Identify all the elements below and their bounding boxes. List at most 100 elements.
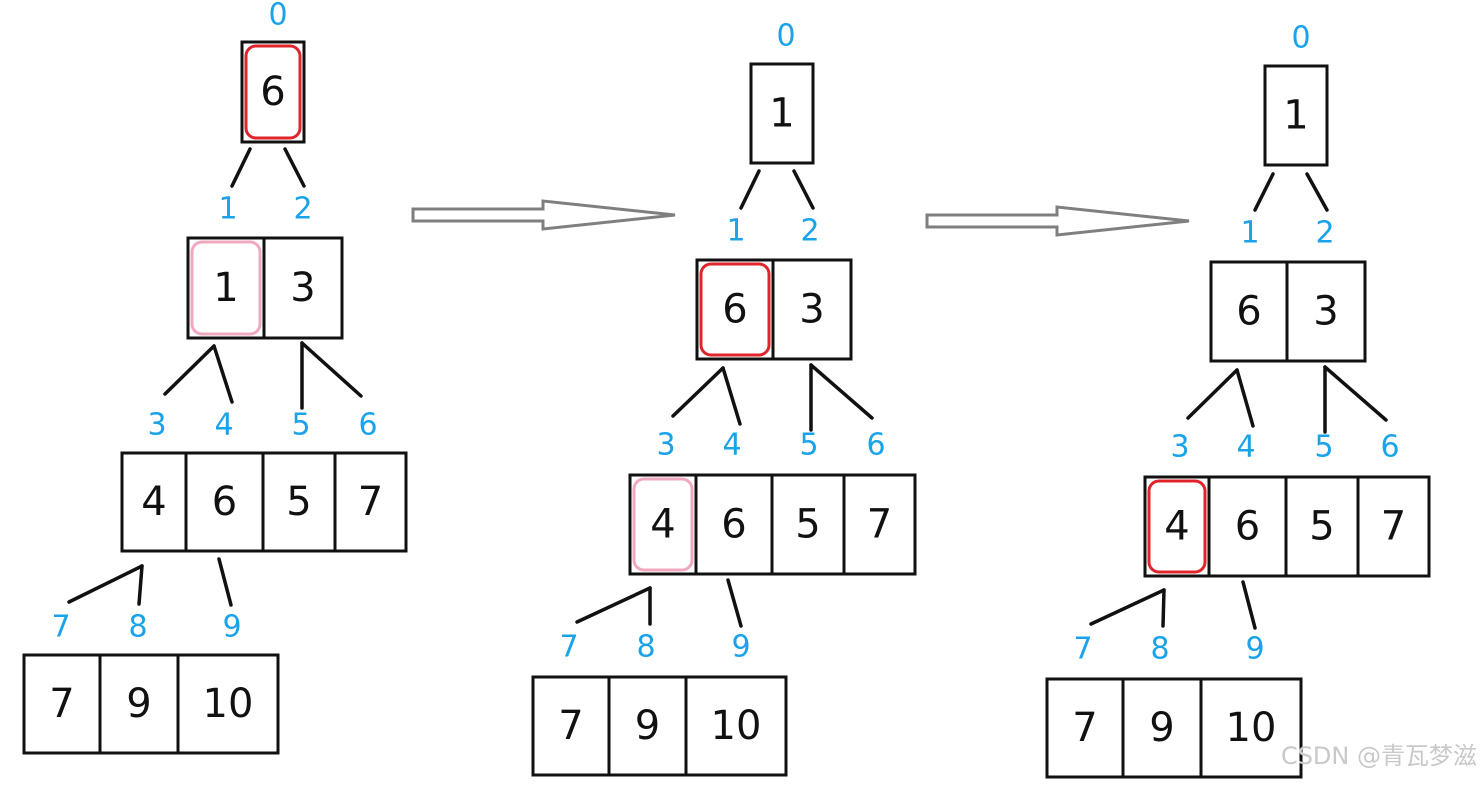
cell-value: 10 <box>711 703 762 749</box>
array-index-label: 0 <box>1291 21 1310 56</box>
tree-edge <box>575 586 652 624</box>
heap-cell <box>695 258 775 361</box>
cell-value: 3 <box>799 287 824 333</box>
cell-value: 1 <box>769 91 794 137</box>
cell-value: 1 <box>1283 93 1308 139</box>
heap-cell <box>771 258 853 361</box>
tree-edge <box>283 147 306 188</box>
cell-value: 7 <box>1072 705 1097 751</box>
cell-value: 5 <box>286 479 311 525</box>
array-index-label: 2 <box>1315 216 1334 251</box>
heap-cell <box>694 473 774 576</box>
cell-value: 5 <box>795 502 820 548</box>
cell-value: 6 <box>721 502 746 548</box>
array-index-label: 0 <box>776 19 795 54</box>
heap-cell <box>1263 64 1329 167</box>
tree-edge <box>739 169 761 210</box>
tree-edge <box>300 341 363 398</box>
tree-edge <box>671 366 725 418</box>
array-index-label: 4 <box>722 428 741 463</box>
heap-cell <box>98 653 180 755</box>
array-index-label: 3 <box>656 428 675 463</box>
watermark: CSDN @青瓦梦滋 <box>1280 742 1477 770</box>
tree-edge <box>721 366 742 426</box>
cell-value: 7 <box>558 703 583 749</box>
heap-level-0: 10 <box>1263 21 1329 167</box>
tree-edge <box>792 169 815 210</box>
tree-edge <box>809 363 874 420</box>
heap-cell <box>842 473 917 576</box>
tree-edge <box>212 344 234 404</box>
array-index-label: 1 <box>218 192 237 227</box>
heap-cell <box>262 236 344 340</box>
transition-arrow-icon <box>411 199 676 231</box>
cell-value: 5 <box>1309 504 1334 550</box>
cell-value: 9 <box>126 681 151 727</box>
array-index-label: 8 <box>128 610 147 645</box>
tree-edge <box>67 564 144 604</box>
array-index-label: 0 <box>268 0 287 33</box>
cell-value: 10 <box>203 681 254 727</box>
tree-edge <box>137 564 144 606</box>
array-index-label: 7 <box>559 630 578 665</box>
array-index-label: 6 <box>1380 430 1399 465</box>
tree-edge <box>726 578 743 628</box>
cell-value: 6 <box>1235 504 1260 550</box>
cell-value: 4 <box>141 479 166 525</box>
heap-cell <box>1209 260 1289 363</box>
highlight-pink <box>632 477 694 572</box>
tree-edge <box>163 344 216 396</box>
array-index-label: 4 <box>214 408 233 443</box>
array-index-label: 9 <box>731 630 750 665</box>
heap-cell <box>1121 677 1203 779</box>
cell-value: 3 <box>290 265 315 311</box>
tree-edge <box>1235 368 1255 428</box>
heap-cell <box>684 675 788 777</box>
array-index-label: 7 <box>51 610 70 645</box>
array-index-label: 4 <box>1236 430 1255 465</box>
array-index-label: 7 <box>1073 632 1092 667</box>
cell-value: 7 <box>867 502 892 548</box>
heap-cell <box>531 675 611 777</box>
highlight-red <box>699 262 771 357</box>
array-index-label: 2 <box>800 214 819 249</box>
cell-value: 6 <box>212 479 237 525</box>
array-index-label: 1 <box>726 214 745 249</box>
heap-cell <box>770 473 846 576</box>
cell-value: 4 <box>650 502 675 548</box>
tree-edge <box>217 557 233 607</box>
cell-value: 3 <box>1313 289 1338 335</box>
cell-value: 6 <box>1236 289 1261 335</box>
array-index-label: 8 <box>1150 632 1169 667</box>
heap-cell <box>1207 475 1288 578</box>
cell-value: 6 <box>260 69 285 115</box>
cell-value: 9 <box>1149 705 1174 751</box>
array-index-label: 9 <box>222 610 241 645</box>
array-index-label: 2 <box>293 192 312 227</box>
cell-value: 6 <box>722 287 747 333</box>
array-index-label: 8 <box>636 630 655 665</box>
highlight-red <box>1147 479 1207 574</box>
heap-cell <box>240 40 306 144</box>
heap-level-0: 60 <box>240 0 306 144</box>
cell-value: 10 <box>1226 705 1277 751</box>
tree-edge <box>1323 365 1388 422</box>
heap-cell <box>333 451 408 553</box>
heap-cell <box>749 62 815 165</box>
heap-cell <box>1199 677 1303 779</box>
heap-cell <box>1285 260 1367 363</box>
tree-edge <box>1305 172 1329 212</box>
array-index-label: 5 <box>291 408 310 443</box>
array-index-label: 6 <box>866 428 885 463</box>
